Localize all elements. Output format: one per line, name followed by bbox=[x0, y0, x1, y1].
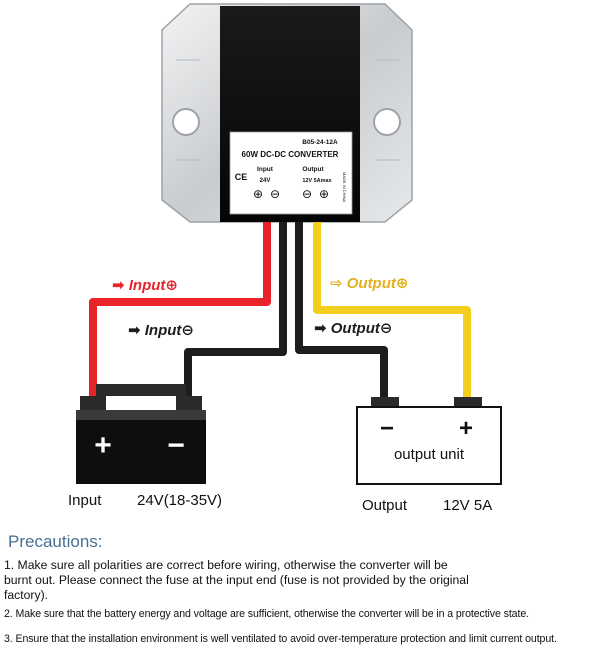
battery: + − bbox=[76, 384, 206, 484]
mounting-hole-right bbox=[373, 108, 401, 136]
converter-side-text: MADE IN CHINA bbox=[342, 172, 347, 203]
converter-input-value: 24V bbox=[260, 178, 271, 184]
ce-mark: CE bbox=[235, 172, 248, 182]
converter-output-value: 12V 5Amax bbox=[302, 178, 332, 184]
label-output-minus: ➡ Output⊖ bbox=[314, 320, 392, 337]
precautions-title: Precautions: bbox=[8, 532, 103, 551]
mounting-hole-left bbox=[172, 108, 200, 136]
converter-model: B05-24-12A bbox=[302, 139, 338, 146]
wire-output-minus-black bbox=[295, 222, 388, 404]
wire-input-minus-black bbox=[184, 222, 287, 404]
converter-output-heading: Output bbox=[302, 166, 324, 173]
output-caption-name: Output bbox=[362, 497, 408, 514]
output-unit: − + output unit bbox=[356, 397, 502, 485]
battery-caption-value: 24V(18-35V) bbox=[137, 492, 222, 509]
wires bbox=[89, 222, 471, 404]
label-output-plus: ⇨ Output⊕ bbox=[330, 275, 408, 292]
precaution-item-1: 1. Make sure all polarities are correct … bbox=[4, 558, 469, 602]
converter-title: 60W DC-DC CONVERTER bbox=[242, 150, 339, 159]
precaution-item-2: 2. Make sure that the battery energy and… bbox=[4, 608, 529, 620]
wire-output-plus-yellow bbox=[313, 222, 471, 404]
label-input-minus: ➡ Input⊖ bbox=[128, 322, 194, 339]
converter-output-plus-icon: ⊕ bbox=[319, 187, 329, 201]
converter-input-plus-icon: ⊕ bbox=[253, 187, 263, 201]
precautions-section: Precautions: 1. Make sure all polarities… bbox=[0, 522, 600, 652]
converter-label-panel bbox=[229, 131, 353, 215]
converter-module: B05-24-12A 60W DC-DC CONVERTER CE Input … bbox=[161, 3, 413, 223]
output-unit-label: output unit bbox=[394, 446, 465, 463]
converter-input-heading: Input bbox=[257, 166, 274, 173]
label-input-plus: ➡ Input⊕ bbox=[112, 277, 178, 294]
wiring-diagram: B05-24-12A 60W DC-DC CONVERTER CE Input … bbox=[68, 3, 502, 514]
output-caption-value: 12V 5A bbox=[443, 497, 492, 514]
converter-output-minus-icon: ⊖ bbox=[302, 187, 312, 201]
output-unit-plus-icon: + bbox=[459, 415, 473, 442]
converter-input-minus-icon: ⊖ bbox=[270, 187, 280, 201]
battery-minus-icon: − bbox=[167, 429, 185, 462]
wire-input-plus-red bbox=[89, 222, 271, 404]
battery-plus-icon: + bbox=[94, 429, 112, 462]
precaution-item-3: 3. Ensure that the installation environm… bbox=[4, 633, 557, 645]
battery-caption-name: Input bbox=[68, 492, 102, 509]
output-unit-minus-icon: − bbox=[380, 415, 394, 442]
